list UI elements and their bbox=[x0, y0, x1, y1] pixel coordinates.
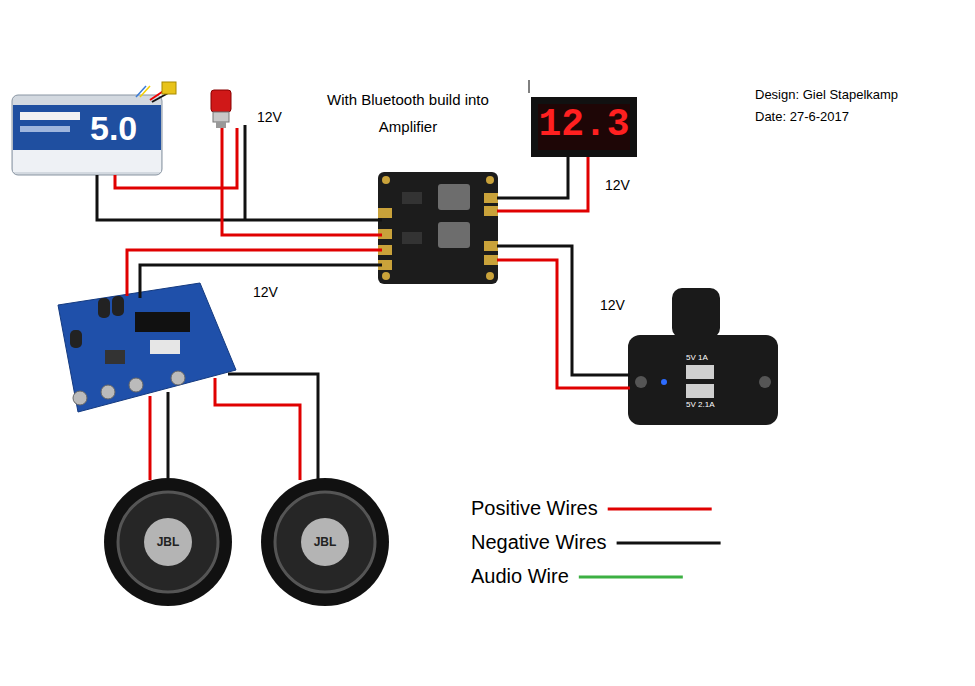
speaker bbox=[261, 478, 389, 606]
battery-capacity: 5.0 bbox=[90, 108, 137, 148]
toggle-switch bbox=[211, 90, 231, 128]
voltage-label: 12V bbox=[605, 176, 630, 194]
speaker bbox=[104, 478, 232, 606]
legend-line bbox=[579, 576, 683, 579]
date-text: Date: 27-6-2017 bbox=[755, 108, 849, 125]
wires bbox=[97, 125, 630, 480]
legend-text: Negative Wires bbox=[471, 529, 607, 555]
voltage-label: 12V bbox=[253, 283, 278, 301]
legend-text: Positive Wires bbox=[471, 495, 598, 521]
usb-socket bbox=[628, 288, 778, 425]
brand-logo: JBL bbox=[138, 534, 198, 550]
voltmeter-display bbox=[531, 97, 637, 157]
display-reading: 12.3 bbox=[531, 103, 637, 147]
cursor-mark bbox=[529, 80, 530, 93]
power-distribution-board bbox=[378, 172, 498, 284]
lipo-battery bbox=[12, 82, 176, 175]
port-rating: 5V 2.1A bbox=[686, 400, 714, 410]
port-rating: 5V 1A bbox=[686, 353, 708, 363]
note-text: With Bluetooth build into Amplifier bbox=[300, 86, 516, 140]
legend-line bbox=[608, 508, 712, 511]
voltage-label: 12V bbox=[600, 296, 625, 314]
legend-line bbox=[617, 542, 721, 545]
brand-logo: JBL bbox=[295, 534, 355, 550]
voltage-label: 12V bbox=[257, 108, 282, 126]
legend-text: Audio Wire bbox=[471, 563, 569, 589]
design-credit: Design: Giel Stapelkamp bbox=[755, 86, 898, 103]
amplifier-board bbox=[58, 283, 236, 412]
